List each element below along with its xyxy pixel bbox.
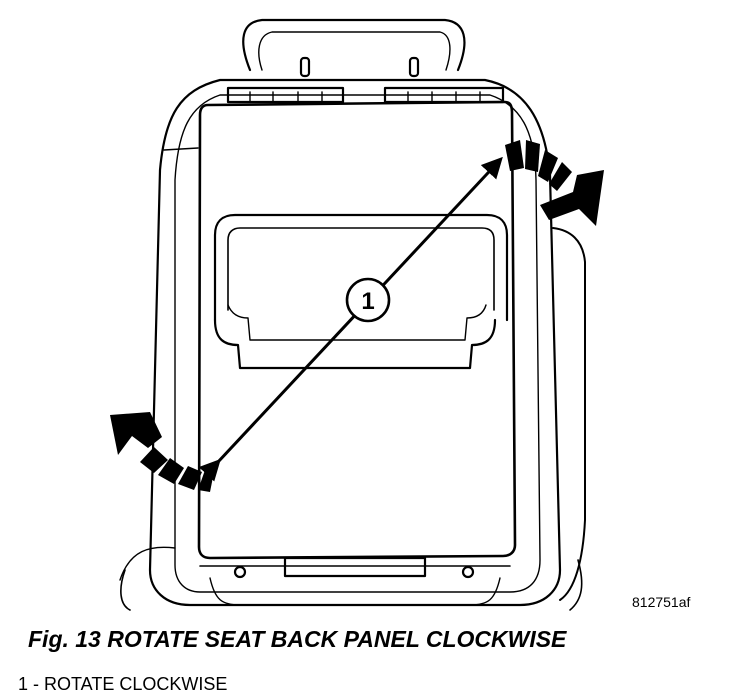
callout-1: 1: [345, 277, 391, 323]
callout-number: 1: [361, 288, 374, 315]
callout-legend: 1 - ROTATE CLOCKWISE: [18, 674, 228, 694]
seat-back-frame: [148, 78, 562, 607]
seat-back-panel: [197, 100, 517, 560]
rotation-arrow-lower: [110, 412, 214, 492]
figure-id: 812751af: [632, 594, 691, 610]
rotation-arrow-upper: [505, 140, 604, 226]
figure-caption: Fig. 13 ROTATE SEAT BACK PANEL CLOCKWISE: [28, 626, 567, 652]
seat-back-panel-diagram: 1: [110, 18, 604, 611]
side-bolster: [552, 227, 586, 601]
headrest: [242, 18, 466, 72]
